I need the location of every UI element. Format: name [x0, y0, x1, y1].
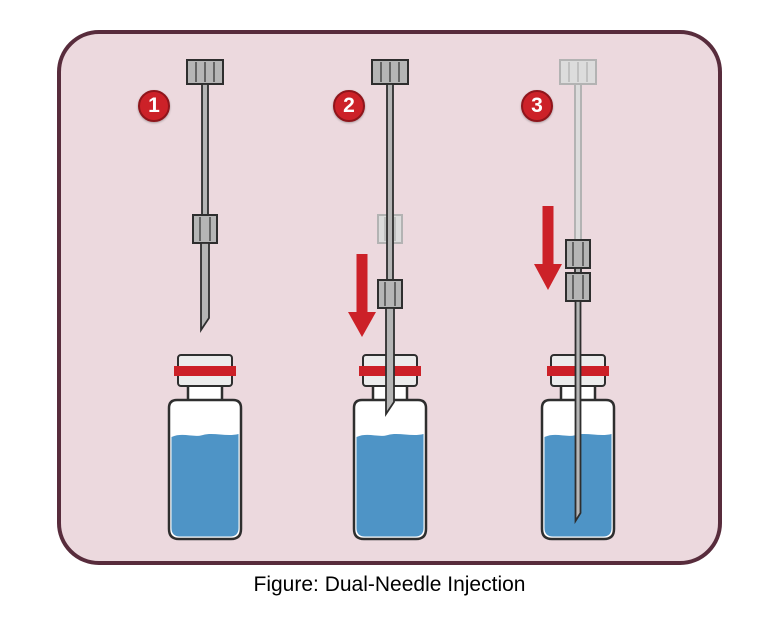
protective-cap — [186, 59, 224, 85]
figure-caption: Figure: Dual-Needle Injection — [253, 573, 526, 596]
diagram-canvas — [167, 59, 616, 541]
step-2-badge: 2 — [333, 90, 365, 122]
transfer-needle — [574, 300, 582, 525]
step-1-badge: 1 — [138, 90, 170, 122]
upper-hub — [565, 239, 591, 269]
protective-cap — [371, 59, 409, 85]
vial — [352, 354, 428, 541]
needle-shaft — [386, 83, 394, 281]
ghost-protective-cap — [559, 59, 597, 85]
ghost-shaft — [574, 83, 582, 241]
vial-cap-red-band — [174, 366, 236, 376]
vial — [167, 354, 243, 541]
needle-shaft — [201, 83, 209, 216]
needle — [385, 307, 395, 417]
vial-liquid — [356, 434, 424, 537]
step-1-illustration — [167, 59, 243, 541]
down-arrow-icon — [348, 254, 376, 337]
lower-hub — [565, 272, 591, 302]
vial-liquid — [171, 434, 239, 537]
diagram-panel: 1 2 3 — [57, 30, 722, 565]
step-2-illustration — [348, 59, 428, 541]
step-3-illustration — [534, 59, 616, 541]
down-arrow-icon — [534, 206, 562, 290]
needle-hub — [192, 214, 218, 244]
step-3-badge: 3 — [521, 90, 553, 122]
needle — [200, 242, 210, 333]
needle-hub — [377, 279, 403, 309]
